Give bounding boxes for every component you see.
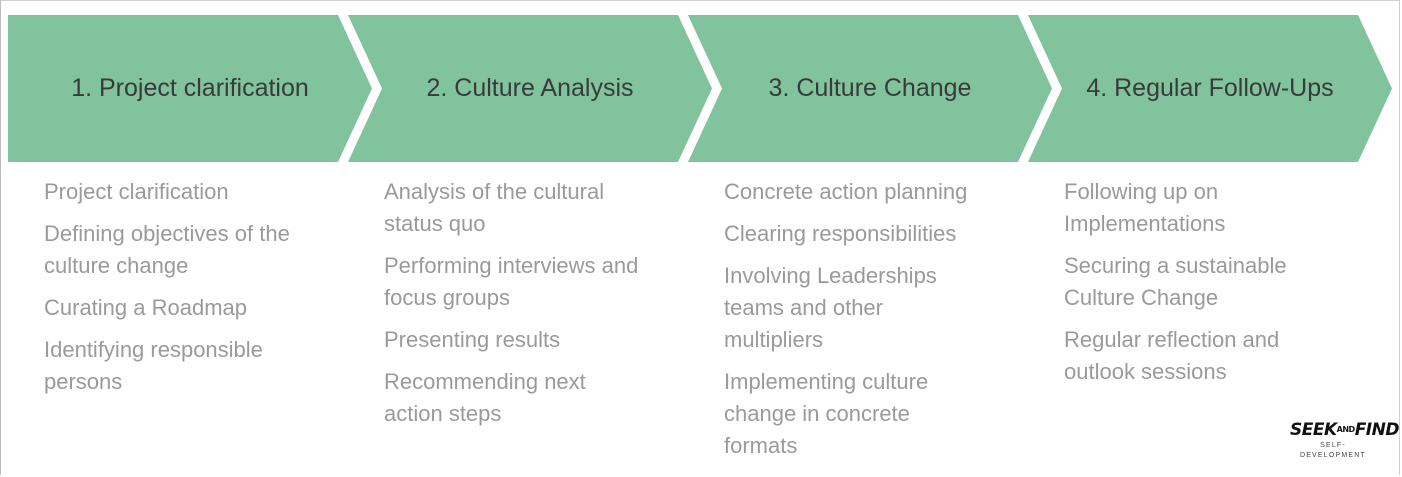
logo-word-and: AND	[1336, 425, 1356, 434]
step-1-chevron: 1. Project clarification	[8, 15, 372, 162]
step-3-item: Involving Leaderships teams and other mu…	[724, 263, 937, 352]
step-2-title: 2. Culture Analysis	[426, 74, 634, 102]
logo-word-find: FIND	[1354, 420, 1400, 440]
step-3-item: Implementing culture change in concrete …	[724, 369, 929, 458]
step-3-item: Clearing responsibilities	[724, 221, 957, 246]
process-steps: 1. Project clarification 2. Culture Anal…	[0, 0, 1402, 170]
step-3-title: 3. Culture Change	[768, 74, 972, 102]
step-1-item: Identifying responsible persons	[44, 337, 263, 394]
step-1-details: Project clarification Defining objective…	[44, 176, 334, 408]
step-1-item: Project clarification	[44, 179, 229, 204]
step-1-title: 1. Project clarification	[71, 74, 309, 102]
step-4-item: Regular reflection and outlook sessions	[1064, 327, 1280, 384]
step-4-chevron: 4. Regular Follow-Ups	[1028, 15, 1392, 162]
step-1-item: Defining objectives of the culture chang…	[44, 221, 290, 278]
step-2-chevron: 2. Culture Analysis	[348, 15, 712, 162]
step-2-details: Analysis of the cultural status quo Perf…	[384, 176, 646, 440]
step-4-details: Following up on Implementations Securing…	[1064, 176, 1324, 398]
logo-wordmark: SEEKANDFIND	[1290, 420, 1399, 440]
step-2-item: Analysis of the cultural status quo	[384, 179, 605, 236]
step-4-item: Following up on Implementations	[1064, 179, 1226, 236]
step-3-details: Concrete action planning Clearing respon…	[724, 176, 1014, 472]
seek-and-find-logo: SEEKANDFIND SELF-DEVELOPMENT	[1290, 420, 1399, 461]
logo-subtitle: SELF-DEVELOPMENT	[1299, 442, 1367, 459]
step-2-item: Performing interviews and focus groups	[384, 253, 639, 310]
step-3-chevron: 3. Culture Change	[688, 15, 1052, 162]
step-3-item: Concrete action planning	[724, 179, 968, 204]
step-2-item: Recommending next action steps	[384, 369, 586, 426]
step-4-title: 4. Regular Follow-Ups	[1086, 74, 1334, 102]
step-1-item: Curating a Roadmap	[44, 295, 248, 320]
logo-word-seek: SEEK	[1290, 420, 1337, 440]
step-2-item: Presenting results	[384, 327, 561, 352]
step-4-item: Securing a sustainable Culture Change	[1064, 253, 1287, 310]
